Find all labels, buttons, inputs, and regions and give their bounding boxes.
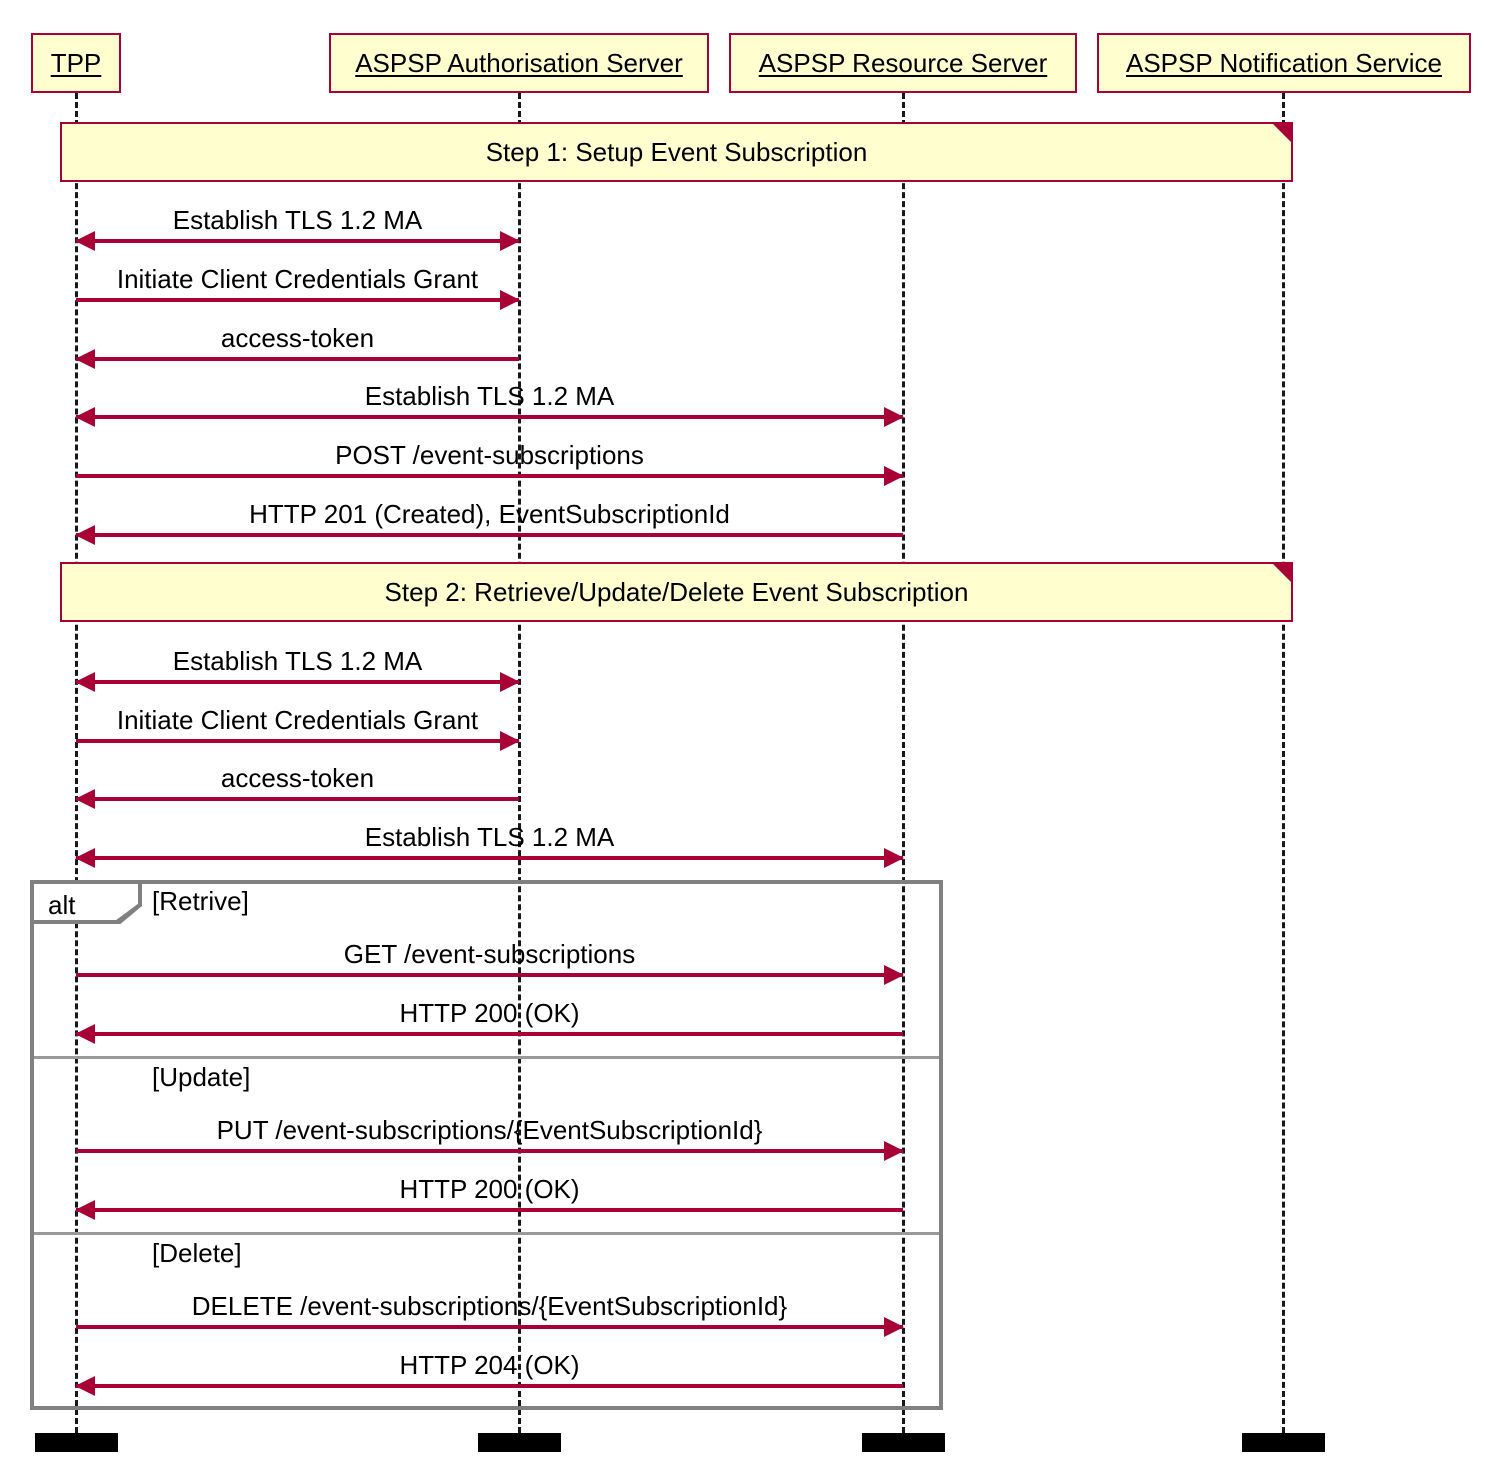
message-label-m4: Establish TLS 1.2 MA: [364, 381, 615, 411]
message-label-m16: HTTP 204 (OK): [399, 1350, 580, 1380]
lifeline-resource: [902, 93, 905, 1433]
lifeline-notification: [1282, 93, 1285, 1433]
message-label-m8: Initiate Client Credentials Grant: [116, 705, 479, 735]
note-text: Step 2: Retrieve/Update/Delete Event Sub…: [384, 577, 969, 607]
message-label-m7: Establish TLS 1.2 MA: [172, 646, 423, 676]
participant-tpp[interactable]: TPP: [31, 33, 121, 93]
arrowhead-left-icon: [75, 1024, 95, 1044]
arrowhead-left-icon: [75, 672, 95, 692]
message-label-m9: access-token: [220, 763, 375, 793]
arrowhead-right-icon: [500, 672, 520, 692]
note-text: Step 1: Setup Event Subscription: [485, 137, 868, 167]
arrowhead-left-icon: [75, 848, 95, 868]
message-arrow-m16: [75, 1376, 903, 1396]
participant-notification[interactable]: ASPSP Notification Service: [1097, 33, 1471, 93]
alt-branch-divider: [34, 1056, 939, 1059]
message-arrow-m10: [75, 848, 904, 868]
arrowhead-right-icon: [500, 290, 520, 310]
message-arrow-m5: [76, 466, 904, 486]
message-arrow-m9: [75, 789, 519, 809]
message-label-m13: PUT /event-subscriptions/{EventSubscript…: [216, 1115, 763, 1145]
alt-operator-label: alt: [48, 890, 76, 920]
message-arrow-m7: [75, 672, 520, 692]
alt-guard-label: [Retrive]: [152, 886, 249, 916]
note-fold-inner: [1276, 142, 1291, 157]
message-arrow-m2: [76, 290, 520, 310]
arrowhead-right-icon: [500, 731, 520, 751]
arrowhead-left-icon: [75, 407, 95, 427]
arrowhead-right-icon: [500, 231, 520, 251]
message-label-m5: POST /event-subscriptions: [335, 440, 644, 470]
participant-label: ASPSP Notification Service: [1126, 48, 1442, 78]
message-label-m15: DELETE /event-subscriptions/{EventSubscr…: [191, 1291, 788, 1321]
alt-operator-tab: [34, 884, 142, 924]
lifeline-foot-notification: [1242, 1433, 1325, 1452]
message-label-m6: HTTP 201 (Created), EventSubscriptionId: [249, 499, 730, 529]
alt-guard-label: [Update]: [152, 1062, 251, 1092]
message-arrow-m12: [75, 1024, 903, 1044]
note-fold-icon: [1273, 124, 1291, 157]
note-fold-icon: [1273, 564, 1291, 597]
note-step2: Step 2: Retrieve/Update/Delete Event Sub…: [60, 562, 1293, 622]
lifeline-foot-resource: [862, 1433, 945, 1452]
lifeline-tpp: [75, 93, 78, 1433]
lifeline-foot-auth: [478, 1433, 561, 1452]
participant-label: TPP: [50, 48, 102, 78]
note-fold-inner: [1276, 582, 1291, 597]
arrowhead-right-icon: [884, 407, 904, 427]
message-label-m10: Establish TLS 1.2 MA: [364, 822, 615, 852]
arrowhead-right-icon: [884, 965, 904, 985]
participant-label: ASPSP Resource Server: [758, 48, 1048, 78]
arrowhead-left-icon: [75, 1200, 95, 1220]
message-arrow-m8: [76, 731, 520, 751]
participant-auth[interactable]: ASPSP Authorisation Server: [329, 33, 709, 93]
note-step1: Step 1: Setup Event Subscription: [60, 122, 1293, 182]
arrowhead-right-icon: [884, 466, 904, 486]
arrowhead-right-icon: [884, 1317, 904, 1337]
arrowhead-left-icon: [75, 789, 95, 809]
lifeline-foot-tpp: [35, 1433, 118, 1452]
message-label-m11: GET /event-subscriptions: [343, 939, 636, 969]
alt-operator-tab-fill: [34, 884, 138, 920]
message-arrow-m1: [75, 231, 520, 251]
message-arrow-m13: [76, 1141, 904, 1161]
lifeline-auth: [518, 93, 521, 1433]
alt-branch-divider: [34, 1232, 939, 1235]
message-arrow-m11: [76, 965, 904, 985]
arrowhead-right-icon: [884, 1141, 904, 1161]
message-label-m2: Initiate Client Credentials Grant: [116, 264, 479, 294]
message-label-m12: HTTP 200 (OK): [399, 998, 580, 1028]
message-label-m1: Establish TLS 1.2 MA: [172, 205, 423, 235]
alt-guard-label: [Delete]: [152, 1238, 242, 1268]
arrowhead-left-icon: [75, 231, 95, 251]
participant-label: ASPSP Authorisation Server: [355, 48, 683, 78]
message-arrow-m14: [75, 1200, 903, 1220]
participant-resource[interactable]: ASPSP Resource Server: [729, 33, 1077, 93]
message-arrow-m4: [75, 407, 904, 427]
message-arrow-m3: [75, 349, 519, 369]
message-label-m3: access-token: [220, 323, 375, 353]
arrowhead-left-icon: [75, 1376, 95, 1396]
message-arrow-m6: [75, 525, 903, 545]
arrowhead-left-icon: [75, 349, 95, 369]
message-label-m14: HTTP 200 (OK): [399, 1174, 580, 1204]
arrowhead-right-icon: [884, 848, 904, 868]
message-arrow-m15: [76, 1317, 904, 1337]
arrowhead-left-icon: [75, 525, 95, 545]
